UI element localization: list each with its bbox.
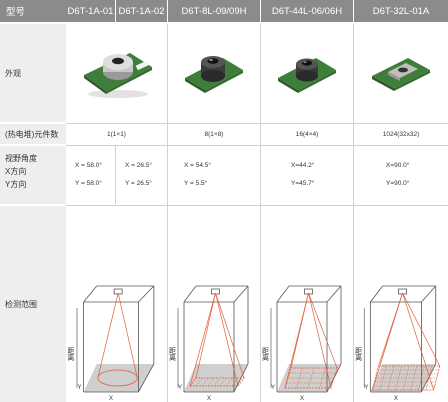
fov-ray [97, 292, 119, 379]
divider [260, 24, 261, 402]
fov-ray [215, 292, 239, 387]
distance-label: 距离 [355, 347, 363, 362]
divider [115, 146, 116, 204]
fov-label-y: Y方向 [5, 180, 27, 189]
fov-y-value: Y = 5.5° [184, 180, 208, 187]
fov-d6t-1a-02: X = 26.5° Y = 26.5° [116, 146, 167, 204]
header-d6t-44l: D6T-44L-06/06H [261, 0, 353, 22]
fov-label-x: X方向 [5, 167, 27, 176]
cube-edge [183, 285, 197, 303]
detection-range-diagram: 距离 X Y [262, 285, 342, 402]
fov-grid-line [213, 377, 221, 387]
axis-x-label: X [300, 396, 304, 402]
divider [353, 24, 354, 402]
fov-grid-line [225, 377, 233, 387]
fov-y-value: Y = 26.5° [125, 180, 152, 187]
elements-d6t-8l: 8(1×8) [168, 124, 260, 144]
fov-y-value: Y=45.7° [291, 180, 315, 187]
fov-grid-line [319, 367, 326, 389]
divider [167, 24, 168, 402]
fov-d6t-44l: X=44.2° Y=45.7° [261, 146, 353, 204]
axis-y-label: Y [78, 385, 82, 391]
fov-x-value: X=44.2° [291, 162, 315, 169]
divider [66, 145, 448, 146]
fov-ray [195, 292, 216, 379]
divider [66, 123, 448, 124]
appearance-d6t-8l [168, 24, 260, 122]
fov-d6t-1a-01: X = 58.0° Y = 58.0° [66, 146, 115, 204]
detection-range-diagram: 距离 X Y [169, 285, 249, 402]
fov-ray [290, 292, 309, 369]
header-d6t-1a-01: D6T-1A-01 [66, 0, 115, 22]
distance-label: 距离 [262, 347, 270, 362]
fov-grid-line [219, 377, 227, 387]
fov-x-value: X = 58.0° [75, 162, 102, 169]
elements-d6t-32l: 1024(32x32) [354, 124, 448, 144]
floor-plane [83, 364, 154, 392]
fov-ray [402, 292, 435, 391]
axis-y-label: Y [178, 385, 182, 391]
header-d6t-1a-02: D6T-1A-02 [116, 0, 167, 22]
cube-edge [326, 285, 342, 303]
axis-x-label: X [207, 396, 211, 402]
fov-ray [378, 292, 403, 367]
fov-x-value: X = 54.5° [184, 162, 211, 169]
detection-range-diagram: 距离 X Y [67, 285, 155, 402]
header-d6t-32l: D6T-32L-01A [354, 0, 448, 22]
range-d6t-32l: 距离 X Y [354, 206, 448, 402]
cube-edge [276, 285, 290, 303]
fov-ray [402, 292, 441, 367]
header-model: 型号 [0, 0, 66, 22]
fov-grid-line [195, 377, 203, 387]
appearance-d6t-32l [354, 24, 448, 122]
sensor-module-image [372, 58, 430, 91]
axis-x-label: X [394, 396, 398, 402]
cube-edge [83, 285, 98, 303]
divider [66, 205, 448, 206]
distance-label: 距离 [67, 347, 75, 362]
cube-edge [233, 285, 249, 303]
elements-d6t-44l: 16(4×4) [261, 124, 353, 144]
fov-d6t-32l: X=90.0° Y=90.0° [354, 146, 448, 204]
fov-x-value: X=90.0° [386, 162, 410, 169]
appearance-d6t-44l [261, 24, 353, 122]
fov-grid-line [201, 377, 209, 387]
fov-ray [308, 292, 338, 369]
fov-d6t-8l: X = 54.5° Y = 5.5° [168, 146, 260, 204]
fov-ray [215, 292, 245, 379]
row-label-elements: (热电堆)元件数 [0, 124, 66, 144]
fov-ray [308, 292, 332, 389]
fov-grid-line [231, 377, 239, 387]
sensor-module-image [278, 58, 336, 93]
cube-edge [370, 285, 383, 303]
distance-label: 距离 [169, 347, 177, 362]
row-label-fov: 视野角度 X方向 Y方向 [0, 146, 66, 204]
axis-y-label: Y [364, 385, 368, 391]
fov-ray [189, 292, 216, 387]
axis-y-label: Y [271, 385, 275, 391]
header-d6t-8l: D6T-8L-09/09H [168, 0, 260, 22]
range-d6t-8l: 距离 X Y [168, 206, 260, 402]
fov-footprint [371, 365, 441, 391]
fov-y-value: Y = 58.0° [75, 180, 102, 187]
fov-label: 视野角度 [5, 154, 37, 163]
cube-edge [421, 285, 437, 303]
row-label-range: 检测范围 [0, 206, 66, 402]
cube-edge [138, 285, 155, 303]
fov-ray [117, 292, 138, 379]
elements-d6t-1a: 1(1×1) [66, 124, 167, 144]
range-d6t-44l: 距离 X Y [261, 206, 353, 402]
sensor-module-image [185, 56, 243, 93]
range-d6t-1a: 距离 X Y [66, 206, 167, 402]
fov-x-value: X = 26.5° [125, 162, 152, 169]
cube-edge [138, 363, 155, 393]
detection-range-diagram: 距离 X Y [355, 285, 441, 402]
sensor-module-image [83, 53, 152, 98]
appearance-d6t-1a [66, 24, 167, 122]
fov-grid-line [207, 377, 215, 387]
fov-y-value: Y=90.0° [386, 180, 410, 187]
axis-x-label: X [109, 396, 113, 402]
row-label-appearance: 外观 [0, 24, 66, 122]
